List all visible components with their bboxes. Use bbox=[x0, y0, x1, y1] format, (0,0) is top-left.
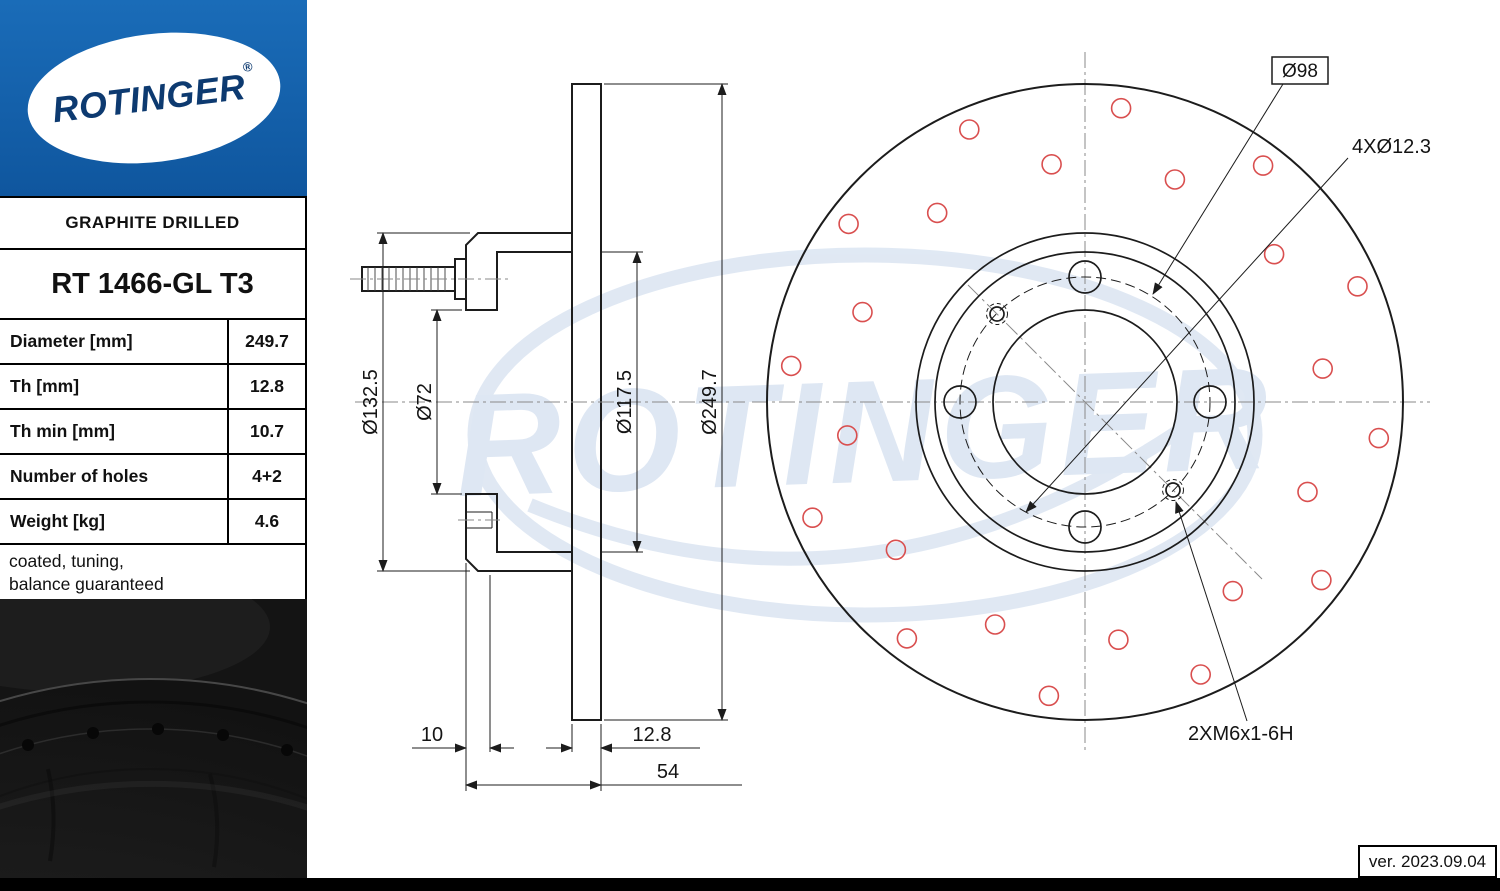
spec-value: 4.6 bbox=[227, 500, 305, 543]
spec-value: 249.7 bbox=[227, 320, 305, 363]
drill-hole bbox=[1252, 155, 1274, 176]
drill-hole bbox=[838, 213, 859, 235]
dim-total-width: 54 bbox=[657, 761, 679, 783]
drill-hole bbox=[836, 425, 858, 446]
drill-hole bbox=[1263, 243, 1285, 265]
front-view-labels: Ø98 4XØ12.3 2XM6x1-6H bbox=[1025, 56, 1431, 745]
spec-label: Th min [mm] bbox=[10, 421, 115, 441]
bolt-hole bbox=[1193, 385, 1227, 419]
thread-hole bbox=[986, 303, 1008, 325]
drill-hole-pattern bbox=[780, 97, 1390, 707]
part-number: RT 1466-GL T3 bbox=[0, 250, 305, 320]
spec-row-thickness: Th [mm] 12.8 bbox=[0, 365, 305, 410]
product-line-header: GRAPHITE DRILLED bbox=[0, 198, 305, 250]
drill-hole bbox=[926, 202, 948, 224]
spec-row-weight: Weight [kg] 4.6 bbox=[0, 500, 305, 545]
pcd-label: Ø98 bbox=[1282, 61, 1318, 82]
drill-hole bbox=[984, 614, 1006, 635]
drill-hole bbox=[1038, 685, 1060, 707]
thread-hole bbox=[1162, 479, 1184, 501]
dim-hat-depth: 10 bbox=[421, 724, 443, 746]
spec-label: Th [mm] bbox=[10, 376, 80, 396]
pcd-label-box bbox=[1271, 56, 1329, 85]
spec-value: 10.7 bbox=[227, 410, 305, 453]
features-note-line2: balance guaranteed bbox=[9, 573, 164, 594]
spec-row-diameter: Diameter [mm] 249.7 bbox=[0, 320, 305, 365]
drill-hole bbox=[1368, 427, 1390, 449]
front-view bbox=[752, 52, 1430, 752]
spec-value: 12.8 bbox=[227, 365, 305, 408]
drill-hole bbox=[1190, 664, 1211, 685]
product-photo bbox=[0, 599, 307, 891]
brand-logo-box: ROTINGER® bbox=[0, 0, 307, 196]
thread-holes-label: 2XM6x1-6H bbox=[1188, 723, 1294, 745]
dim-outer-diameter: Ø249.7 bbox=[699, 369, 721, 435]
dim-hat-outer: Ø132.5 bbox=[360, 369, 382, 435]
dim-bore: Ø72 bbox=[414, 383, 436, 421]
watermark-logo: ROTINGER bbox=[453, 247, 1277, 623]
product-photo-image bbox=[0, 599, 307, 891]
drill-hole bbox=[896, 628, 918, 649]
drill-hole bbox=[852, 301, 873, 323]
spec-label: Weight [kg] bbox=[10, 511, 105, 531]
drill-hole bbox=[1297, 481, 1318, 503]
features-note: coated, tuning, balance guaranteed bbox=[0, 545, 305, 601]
drill-hole bbox=[1312, 358, 1333, 379]
thread-hole bbox=[989, 306, 1005, 322]
spec-row-holes: Number of holes 4+2 bbox=[0, 455, 305, 500]
spec-label: Number of holes bbox=[10, 466, 149, 486]
info-panel: ROTINGER® GRAPHITE DRILLED RT 1466-GL T3… bbox=[0, 0, 307, 891]
drill-hole bbox=[1347, 275, 1368, 297]
drill-hole bbox=[1164, 169, 1186, 190]
drill-hole bbox=[1108, 629, 1129, 651]
bolt-hole bbox=[1068, 260, 1102, 294]
bolt-hole bbox=[1068, 510, 1102, 544]
cross-section-view bbox=[350, 83, 745, 721]
drill-hole bbox=[780, 355, 802, 377]
watermark-text: ROTINGER bbox=[453, 336, 1277, 527]
cross-section-dimensions: Ø132.5 Ø72 Ø117.5 Ø249.7 10 12.8 54 bbox=[360, 83, 742, 791]
bolt-hole bbox=[943, 385, 977, 419]
drill-hole bbox=[885, 539, 907, 561]
dim-face: Ø117.5 bbox=[614, 370, 636, 434]
spec-row-thickness-min: Th min [mm] 10.7 bbox=[0, 410, 305, 455]
drill-hole bbox=[802, 507, 823, 529]
drill-hole bbox=[1311, 569, 1332, 591]
spec-table: GRAPHITE DRILLED RT 1466-GL T3 Diameter … bbox=[0, 196, 307, 603]
drill-hole bbox=[1222, 580, 1244, 602]
drill-hole bbox=[1041, 154, 1062, 175]
thread-hole bbox=[1165, 482, 1181, 498]
features-note-line1: coated, tuning, bbox=[9, 551, 124, 571]
footer-bar bbox=[0, 878, 1500, 891]
version-label: ver. 2023.09.04 bbox=[1358, 845, 1497, 878]
drill-hole bbox=[958, 119, 980, 140]
spec-label: Diameter [mm] bbox=[10, 331, 133, 351]
drill-hole bbox=[1110, 97, 1132, 119]
spec-value: 4+2 bbox=[227, 455, 305, 498]
dim-thickness: 12.8 bbox=[633, 724, 672, 746]
bolt-holes-label: 4XØ12.3 bbox=[1352, 136, 1431, 158]
brand-logo: ROTINGER® bbox=[19, 18, 288, 178]
registered-trademark-icon: ® bbox=[241, 58, 254, 75]
